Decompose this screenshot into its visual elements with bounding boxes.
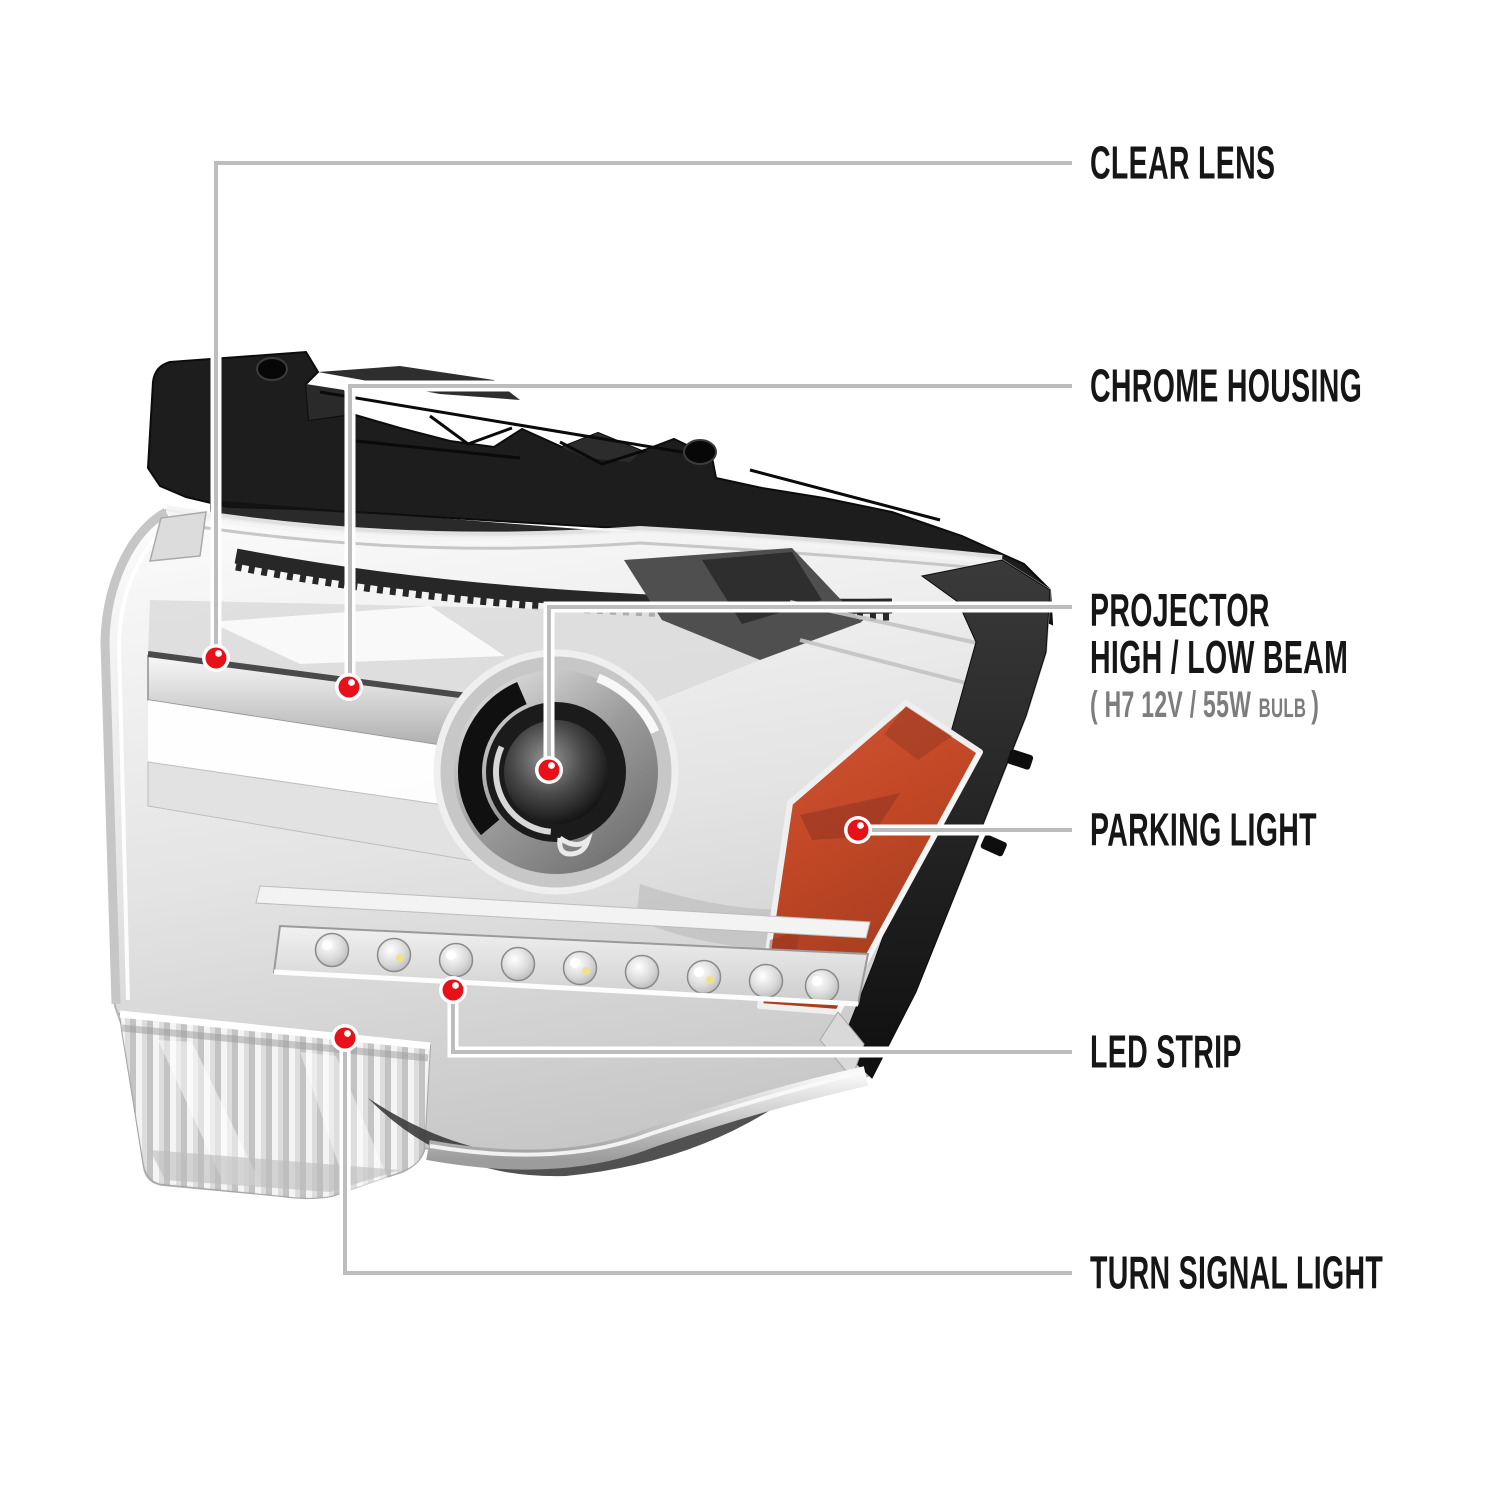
marker-dot-parking-light: [844, 816, 872, 844]
callout-label-chrome-housing: CHROME HOUSING: [1090, 359, 1500, 412]
bracket-mount-hole: [256, 357, 288, 381]
callout-text: LED STRIP: [1090, 1025, 1242, 1078]
marker-dot-chrome-housing: [335, 673, 363, 701]
leader-line-turn-signal: [339, 1038, 1072, 1279]
callout-label-led-strip: LED STRIP: [1090, 1025, 1335, 1078]
callout-label-projector: PROJECTOR HIGH / LOW BEAM ( H7 12V / 55W…: [1090, 587, 1500, 730]
marker-dot-projector: [535, 756, 563, 784]
leader-line-chrome-housing: [344, 380, 1072, 687]
callout-text: CLEAR LENS: [1090, 136, 1276, 189]
leader-line-clear-lens: [210, 157, 1072, 658]
leader-line-led-strip: [447, 990, 1072, 1058]
led-bulbs: [314, 932, 840, 1004]
callout-label-parking-light: PARKING LIGHT: [1090, 803, 1456, 856]
marker-dot-clear-lens: [202, 644, 230, 672]
callout-text: CHROME HOUSING: [1090, 359, 1363, 412]
callout-text: PROJECTOR: [1090, 584, 1270, 636]
callout-label-clear-lens: CLEAR LENS: [1090, 136, 1389, 189]
led-strip: [255, 885, 871, 1007]
bottom-chrome-trim: [368, 1066, 869, 1177]
callout-text-line2: HIGH / LOW BEAM: [1090, 631, 1349, 683]
callout-label-turn-signal: TURN SIGNAL LIGHT: [1090, 1246, 1500, 1299]
marker-dot-led-strip: [439, 976, 467, 1004]
callout-text: TURN SIGNAL LIGHT: [1090, 1246, 1384, 1299]
marker-dot-turn-signal: [331, 1024, 359, 1052]
lens-left-edge: [100, 508, 169, 1005]
marker-dots: [202, 644, 872, 1052]
leader-lines: [210, 157, 1072, 1279]
bracket-mount-hole: [683, 439, 717, 465]
leader-line-projector: [543, 601, 1072, 770]
callout-text: PARKING LIGHT: [1090, 803, 1317, 856]
